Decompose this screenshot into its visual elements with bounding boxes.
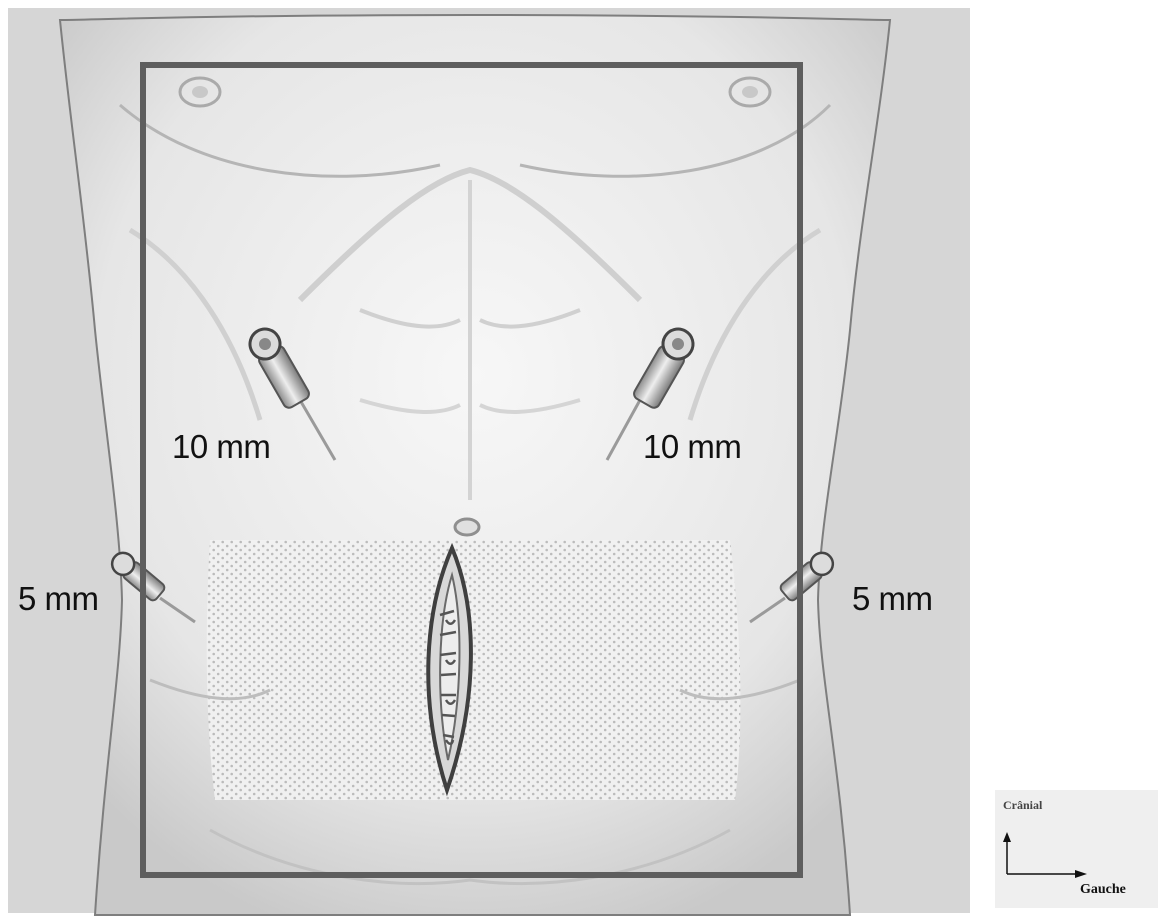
cranial-label: Crânial (1003, 798, 1042, 813)
mesh-patch (207, 540, 741, 800)
port-label-upper-left-patient: 10 mm (643, 428, 741, 466)
port-label-lower-right-patient: 5 mm (18, 580, 99, 618)
port-label-upper-right-patient: 10 mm (172, 428, 270, 466)
port-label-lower-left-patient: 5 mm (852, 580, 933, 618)
orientation-legend: Crânial Gauche (995, 790, 1158, 908)
umbilicus (455, 519, 479, 535)
left-label: Gauche (1080, 882, 1126, 898)
